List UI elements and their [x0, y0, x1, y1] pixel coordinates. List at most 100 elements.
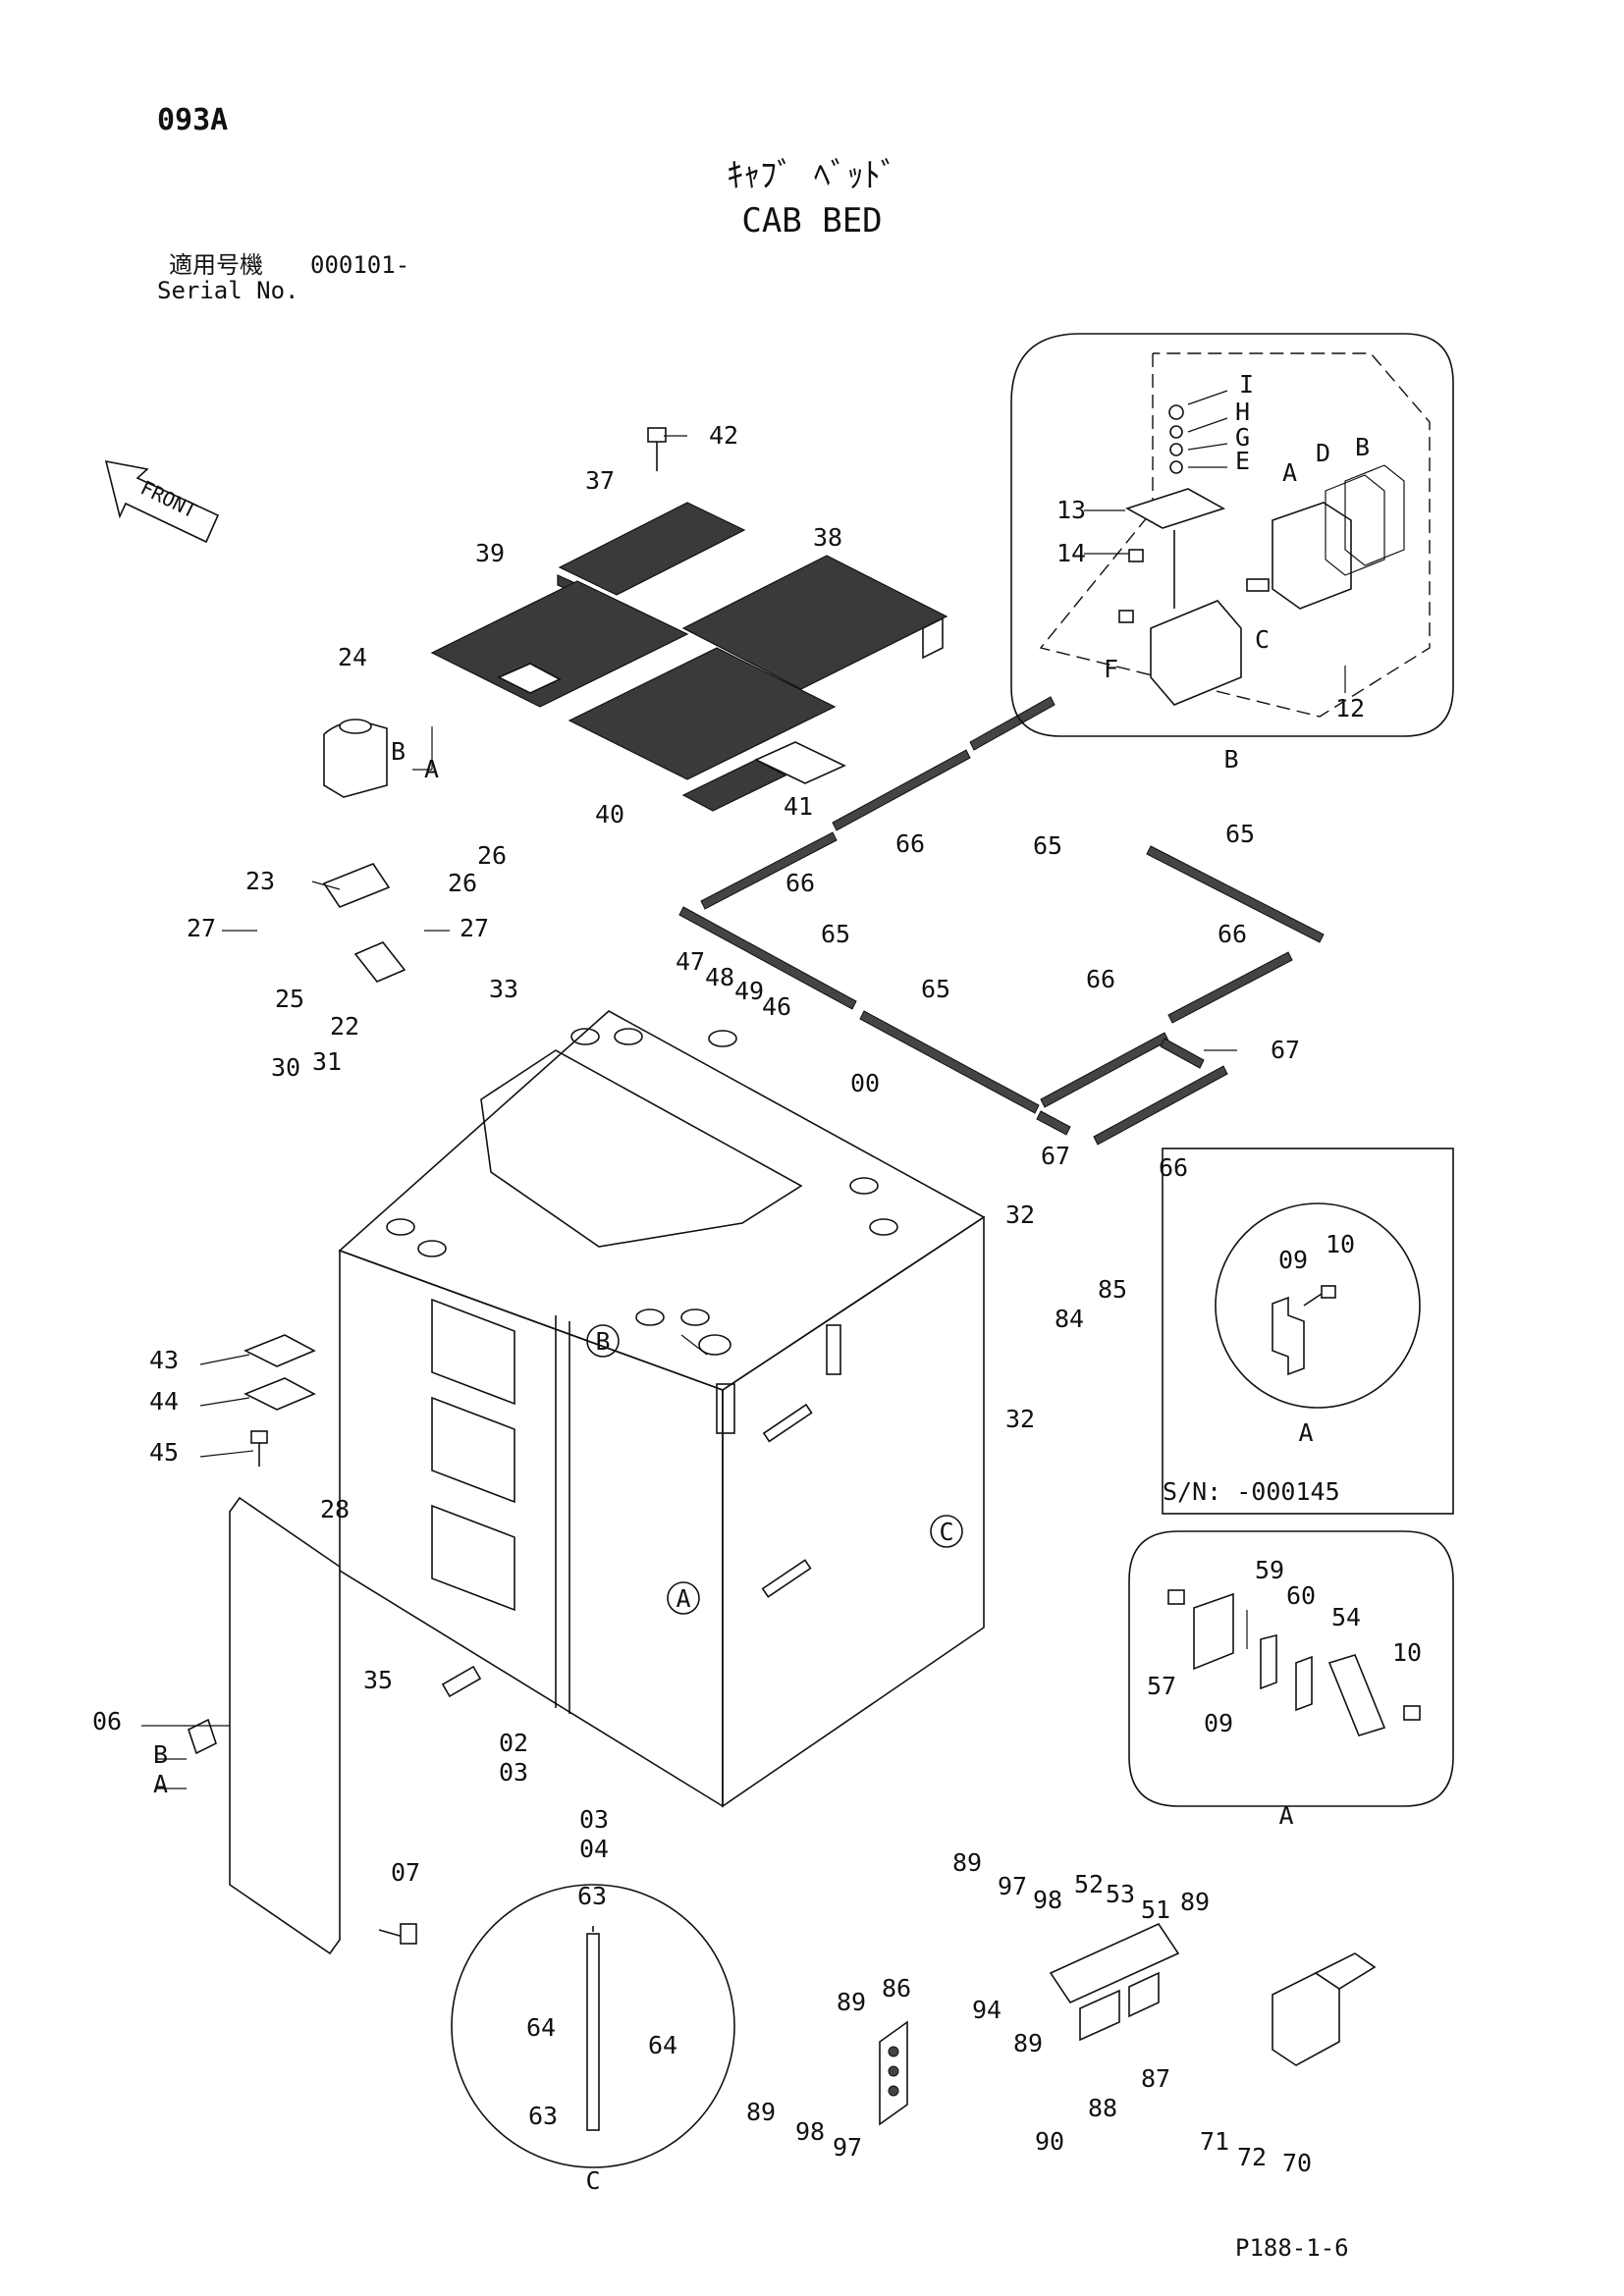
svg-text:46: 46	[762, 992, 791, 1021]
floor-grating-40	[568, 647, 846, 812]
pin-35	[441, 1665, 482, 1698]
svg-text:89: 89	[837, 1988, 866, 2016]
svg-text:12: 12	[1335, 694, 1365, 722]
leader-lines	[141, 390, 1346, 1789]
svg-text:45: 45	[149, 1438, 179, 1467]
svg-text:A: A	[153, 1770, 168, 1798]
svg-text:63: 63	[577, 1882, 607, 1910]
svg-text:53: 53	[1106, 1880, 1135, 1908]
svg-text:07: 07	[391, 1858, 420, 1887]
svg-text:49: 49	[734, 977, 764, 1005]
svg-text:90: 90	[1035, 2127, 1064, 2156]
svg-text:64: 64	[526, 2013, 556, 2042]
svg-text:44: 44	[149, 1387, 179, 1415]
svg-text:31: 31	[312, 1047, 342, 1076]
letter-d: D	[1316, 439, 1330, 467]
letter-f: F	[1104, 655, 1118, 683]
bolt-42	[647, 427, 667, 471]
svg-text:70: 70	[1282, 2149, 1312, 2177]
svg-text:28: 28	[320, 1495, 350, 1523]
svg-text:33: 33	[489, 975, 518, 1003]
svg-text:A: A	[424, 755, 439, 783]
svg-text:03: 03	[499, 1758, 528, 1787]
svg-text:04: 04	[579, 1835, 609, 1863]
detail-b-label: B	[1223, 745, 1238, 774]
svg-text:30: 30	[271, 1053, 300, 1082]
svg-text:67: 67	[1271, 1036, 1300, 1064]
svg-text:94: 94	[972, 1996, 1001, 2024]
page-code: 093A	[157, 103, 228, 137]
serial-label-jp: 適用号機	[169, 251, 263, 279]
svg-text:67: 67	[1041, 1142, 1070, 1170]
svg-text:98: 98	[1033, 1886, 1062, 1914]
letter-a: A	[1282, 458, 1297, 487]
letter-i: I	[1239, 370, 1254, 399]
svg-text:40: 40	[595, 800, 624, 828]
svg-text:37: 37	[585, 466, 615, 495]
svg-text:02: 02	[499, 1729, 528, 1757]
svg-text:84: 84	[1055, 1305, 1084, 1333]
svg-text:B: B	[153, 1740, 168, 1769]
svg-text:64: 64	[648, 2031, 677, 2059]
svg-text:89: 89	[746, 2098, 776, 2126]
svg-text:86: 86	[882, 1974, 911, 2002]
floor-grating-38	[681, 555, 948, 690]
svg-text:54: 54	[1331, 1603, 1361, 1631]
svg-text:C: C	[939, 1518, 953, 1546]
svg-text:25: 25	[275, 985, 304, 1013]
svg-text:87: 87	[1141, 2064, 1170, 2093]
svg-text:38: 38	[813, 523, 842, 552]
svg-text:66: 66	[785, 869, 815, 897]
detail-a-old-label: A	[1298, 1418, 1313, 1447]
svg-text:66: 66	[1086, 965, 1115, 993]
svg-text:66: 66	[1159, 1153, 1188, 1182]
washer-tank-24	[323, 719, 388, 798]
svg-text:09: 09	[1278, 1246, 1308, 1274]
svg-text:88: 88	[1088, 2094, 1117, 2122]
svg-text:97: 97	[833, 2133, 862, 2162]
svg-text:26: 26	[477, 841, 507, 870]
svg-text:B: B	[391, 737, 406, 766]
svg-text:B: B	[595, 1327, 610, 1356]
svg-text:42: 42	[709, 421, 738, 450]
title-en: CAB BED	[741, 201, 882, 240]
svg-text:39: 39	[475, 539, 505, 567]
front-arrow-icon: FRONT	[104, 459, 220, 544]
ref-circle-b: B	[586, 1324, 620, 1358]
bracket-23	[322, 863, 406, 983]
svg-text:00: 00	[850, 1069, 880, 1097]
svg-text:63: 63	[528, 2102, 558, 2130]
detail-a-serial-note: S/N: -000145	[1163, 1477, 1340, 1506]
title-jp: ｷｬﾌﾞ ﾍﾞｯﾄﾞ	[727, 156, 896, 195]
svg-text:27: 27	[187, 914, 216, 942]
bracket-assembly-86	[879, 2020, 908, 2126]
svg-text:26: 26	[448, 869, 477, 897]
svg-text:85: 85	[1098, 1275, 1127, 1304]
svg-text:32: 32	[1005, 1201, 1035, 1229]
svg-text:71: 71	[1200, 2127, 1229, 2156]
svg-text:66: 66	[895, 829, 925, 858]
ref-circle-c: C	[930, 1515, 963, 1548]
callouts: 42 37 39 38 40 41 24 B A 26 26 23 27 27 …	[92, 421, 1422, 2177]
svg-text:51: 51	[1141, 1896, 1170, 1924]
bolt-07	[378, 1923, 417, 1945]
svg-text:35: 35	[363, 1666, 393, 1694]
svg-text:48: 48	[705, 963, 734, 991]
detail-c-label: C	[585, 2166, 600, 2195]
letter-b: B	[1355, 433, 1370, 461]
svg-text:65: 65	[921, 975, 950, 1003]
svg-text:57: 57	[1147, 1672, 1176, 1700]
svg-text:03: 03	[579, 1805, 609, 1834]
detail-a-new-frame	[1128, 1530, 1454, 1807]
letter-e: E	[1235, 447, 1250, 475]
svg-text:10: 10	[1326, 1230, 1355, 1258]
detail-c-frame	[451, 1884, 735, 2168]
svg-text:97: 97	[998, 1872, 1027, 1900]
svg-text:65: 65	[821, 920, 850, 948]
svg-text:89: 89	[952, 1848, 982, 1877]
svg-text:59: 59	[1255, 1556, 1284, 1584]
svg-text:13: 13	[1056, 496, 1086, 524]
svg-text:24: 24	[338, 643, 367, 671]
serial-value: 000101-	[310, 251, 409, 279]
